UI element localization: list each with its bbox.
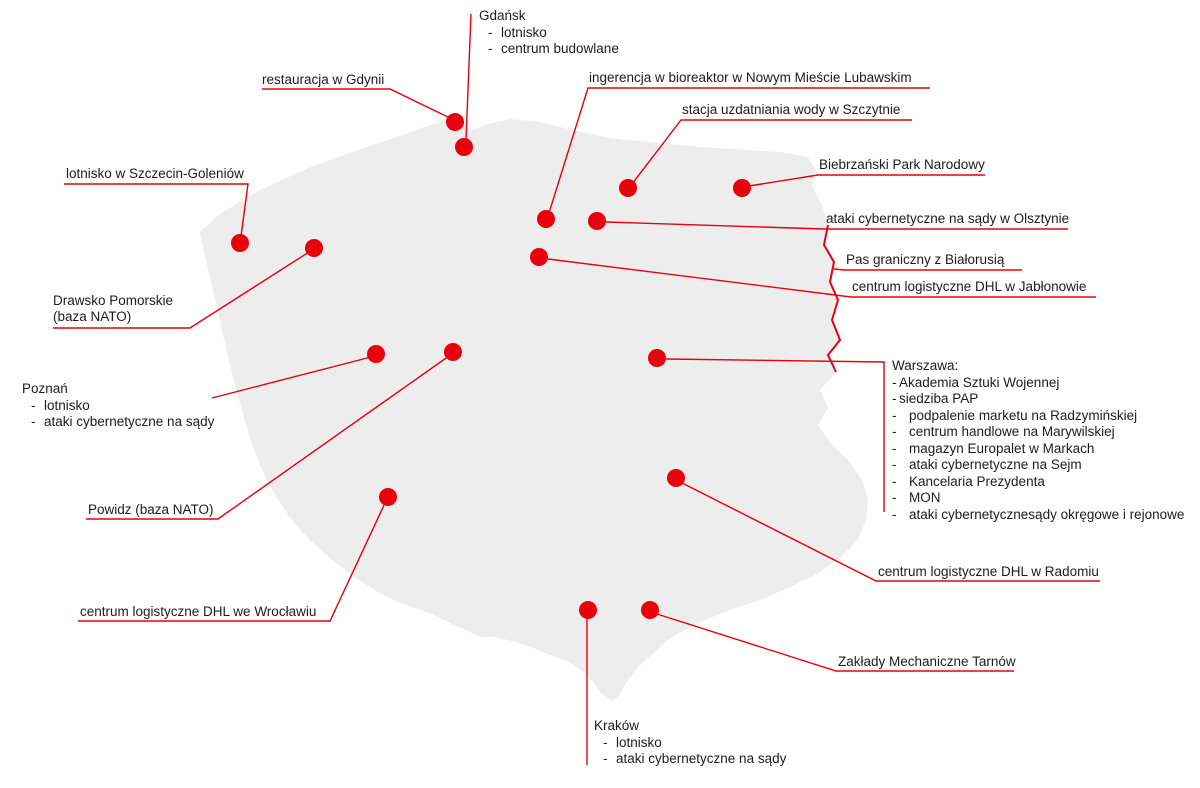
location-markers: [231, 113, 751, 619]
marker-drawsko-pomorskie[interactable]: [305, 239, 323, 257]
poznan-item-sady: ataki cybernetyczne na sądy: [22, 414, 214, 431]
wroclaw-label: centrum logistyczne DHL we Wrocławiu: [80, 604, 317, 619]
warszawa-item-marywilska: centrum handlowe na Marywilskiej: [892, 424, 1184, 441]
gdynia-label: restauracja w Gdynii: [262, 72, 385, 87]
bialorus-border-label: Pas graniczny z Białorusią: [846, 252, 1005, 267]
leader-jablonowo: [547, 258, 1096, 298]
leader-bialorus: [833, 268, 1022, 271]
powidz-label: Powidz (baza NATO): [88, 502, 214, 517]
gdansk-item-lotnisko: lotnisko: [479, 25, 619, 42]
marker-powidz[interactable]: [444, 343, 462, 361]
warszawa-item-sejm: ataki cybernetyczne na Sejm: [892, 457, 1184, 474]
warszawa-item-akademia: Akademia Sztuki Wojennej: [892, 375, 1184, 392]
gdansk-item-centrum-budowlane: centrum budowlane: [479, 41, 619, 58]
warszawa-item-mon: MON: [892, 490, 1184, 507]
marker-szczecin-goleniow[interactable]: [231, 234, 249, 252]
marker-jablonowo[interactable]: [530, 248, 548, 266]
marker-poznan[interactable]: [367, 345, 385, 363]
bioreaktor-label: ingerencja w bioreaktor w Nowym Mieście …: [589, 70, 912, 85]
drawsko-line2: (baza NATO): [53, 309, 132, 324]
marker-szczytno[interactable]: [619, 179, 637, 197]
leader-bioreaktor: [548, 87, 930, 214]
poznan-title: Poznań: [22, 381, 68, 396]
poznan-item-lotnisko: lotnisko: [22, 398, 214, 415]
olsztyn-label: ataki cybernetyczne na sądy w Olsztynie: [826, 211, 1070, 226]
marker-gdansk[interactable]: [455, 138, 473, 156]
drawsko-line1: Drawsko Pomorskie: [53, 293, 174, 308]
warszawa-label: Warszawa: Akademia Sztuki Wojennej siedz…: [892, 358, 1184, 523]
leader-gdynia: [262, 88, 453, 120]
szczytno-label: stacja uzdatniania wody w Szczytnie: [682, 102, 901, 117]
warszawa-item-pap: siedziba PAP: [892, 391, 1184, 408]
marker-warszawa[interactable]: [648, 349, 666, 367]
krakow-item-sady: ataki cybernetyczne na sądy: [594, 751, 786, 768]
marker-biebrza[interactable]: [733, 179, 751, 197]
poznan-label: Poznań lotnisko ataki cybernetyczne na s…: [22, 381, 214, 431]
leader-wroclaw: [78, 502, 386, 622]
tarnow-label: Zakłady Mechaniczne Tarnów: [838, 654, 1016, 669]
warszawa-item-kancelaria: Kancelaria Prezydenta: [892, 474, 1184, 491]
marker-nowe-miasto-lubawskie[interactable]: [537, 210, 555, 228]
leader-szczecin: [64, 183, 249, 237]
leader-tarnow: [656, 613, 1014, 672]
gdansk-title: Gdańsk: [479, 8, 526, 23]
jablonowo-label: centrum logistyczne DHL w Jabłonowie: [852, 279, 1087, 294]
krakow-item-lotnisko: lotnisko: [594, 735, 786, 752]
leader-olsztyn: [605, 221, 1068, 230]
krakow-label: Kraków lotnisko ataki cybernetyczne na s…: [594, 718, 786, 768]
drawsko-label: Drawsko Pomorskie (baza NATO): [53, 293, 173, 325]
leader-powidz: [86, 355, 450, 520]
leader-lines: [53, 13, 1100, 765]
krakow-title: Kraków: [594, 718, 640, 733]
leader-poznan: [211, 356, 372, 399]
belarus-border-highlight: [822, 224, 842, 373]
warszawa-item-europalet: magazyn Europalet w Markach: [892, 441, 1184, 458]
szczecin-goleniow-label: lotnisko w Szczecin-Goleniów: [66, 166, 244, 181]
marker-olsztyn[interactable]: [588, 212, 606, 230]
biebrza-label: Biebrzański Park Narodowy: [819, 157, 985, 172]
leader-drawsko: [53, 251, 310, 329]
leader-gdansk: [465, 13, 472, 141]
leader-warszawa: [665, 358, 885, 512]
poland-silhouette: [200, 113, 868, 701]
leader-biebrza: [748, 174, 985, 187]
warszawa-item-radzyminska: podpalenie marketu na Radzymińskiej: [892, 408, 1184, 425]
leader-radom: [681, 482, 1100, 582]
marker-wroclaw[interactable]: [379, 488, 397, 506]
warszawa-item-sady-okregowe: ataki cybernetycznesądy okręgowe i rejon…: [892, 507, 1184, 524]
leader-szczytno: [631, 119, 912, 185]
marker-gdynia[interactable]: [446, 113, 464, 131]
marker-radom[interactable]: [667, 469, 685, 487]
warszawa-title: Warszawa:: [892, 358, 959, 373]
marker-tarnow[interactable]: [641, 601, 659, 619]
marker-krakow[interactable]: [579, 601, 597, 619]
radom-label: centrum logistyczne DHL w Radomiu: [878, 564, 1099, 579]
gdansk-label: Gdańsk lotnisko centrum budowlane: [479, 8, 619, 58]
